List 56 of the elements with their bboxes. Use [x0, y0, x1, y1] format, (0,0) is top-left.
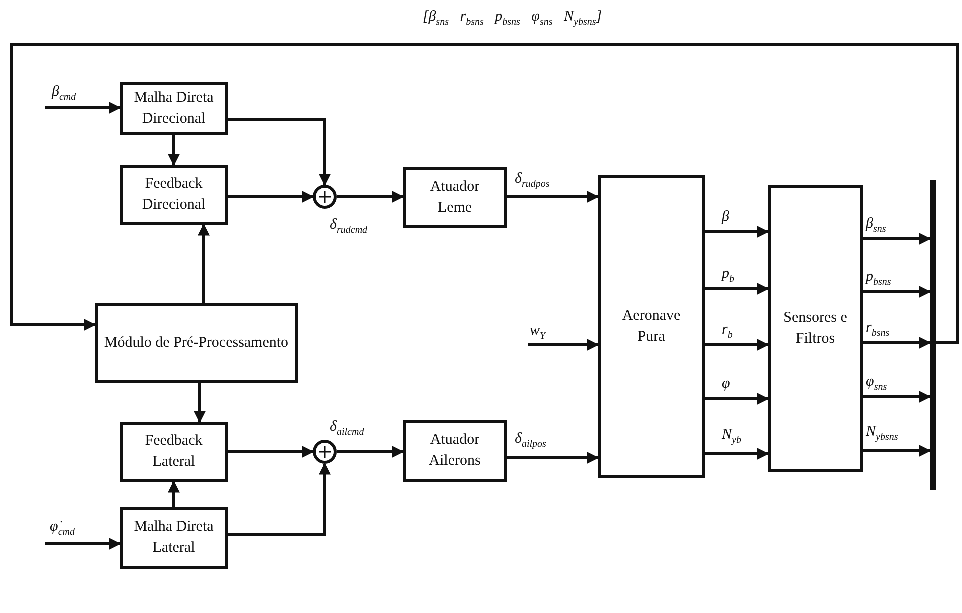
arrow [337, 191, 404, 203]
block-label: Aeronave Pura [621, 306, 682, 346]
arrow [228, 446, 314, 458]
arrow [168, 480, 180, 507]
arrow [507, 452, 600, 464]
arrow [705, 283, 770, 295]
block-box [120, 165, 228, 225]
block-label: Feedback Direcional [141, 175, 207, 215]
edge-label: β$_{cmd}$ [52, 85, 76, 103]
edge-label: r$_{b}$ [722, 323, 733, 341]
edge-label: p$_{b}$ [722, 267, 734, 285]
arrow [228, 118, 331, 186]
block-box [403, 167, 507, 228]
block-label: Feedback Lateral [144, 432, 204, 472]
arrow [528, 339, 600, 351]
arrow [198, 224, 210, 303]
arrow [705, 226, 770, 238]
arrow [863, 391, 932, 403]
arrow [863, 233, 932, 245]
arrow [228, 191, 314, 203]
arrow [168, 135, 180, 166]
block-box [598, 175, 705, 478]
block-box [95, 303, 298, 383]
block-box [403, 420, 507, 482]
summing-junction [313, 440, 337, 464]
arrow [45, 102, 122, 114]
block-label: Malha Direta Lateral [133, 518, 215, 558]
arrow [228, 462, 331, 536]
edge-label: β [722, 210, 730, 225]
block-label: Sensores e Filtros [782, 308, 848, 348]
block-label: Módulo de Pré-Processamento [104, 334, 289, 352]
edge-label: φ [722, 377, 730, 392]
block-label: Atuador Ailerons [428, 431, 482, 471]
arrow [507, 191, 600, 203]
arrow [337, 446, 404, 458]
block-box [768, 185, 863, 472]
arrow [45, 538, 122, 550]
block-label: Malha Direta Direcional [133, 88, 215, 128]
edge-label: φ$_{sns}$ [866, 375, 888, 393]
arrow [863, 445, 932, 457]
arrow [194, 383, 206, 424]
summing-junction [313, 185, 337, 209]
edge-label: w$_{Y}$ [530, 324, 546, 342]
block-box [120, 422, 228, 482]
arrow [863, 286, 932, 298]
edge-label: β$_{sns}$ [866, 217, 886, 235]
edge-label: φ̇$_{cmd}$ [50, 520, 75, 538]
bus-bar [930, 180, 936, 490]
block-box [120, 507, 228, 569]
arrow [705, 339, 770, 351]
arrow [705, 393, 770, 405]
block-label: Atuador Leme [429, 178, 481, 218]
arrow [10, 44, 960, 344]
arrow [705, 448, 770, 460]
block-box [120, 82, 228, 135]
arrow [863, 337, 932, 349]
